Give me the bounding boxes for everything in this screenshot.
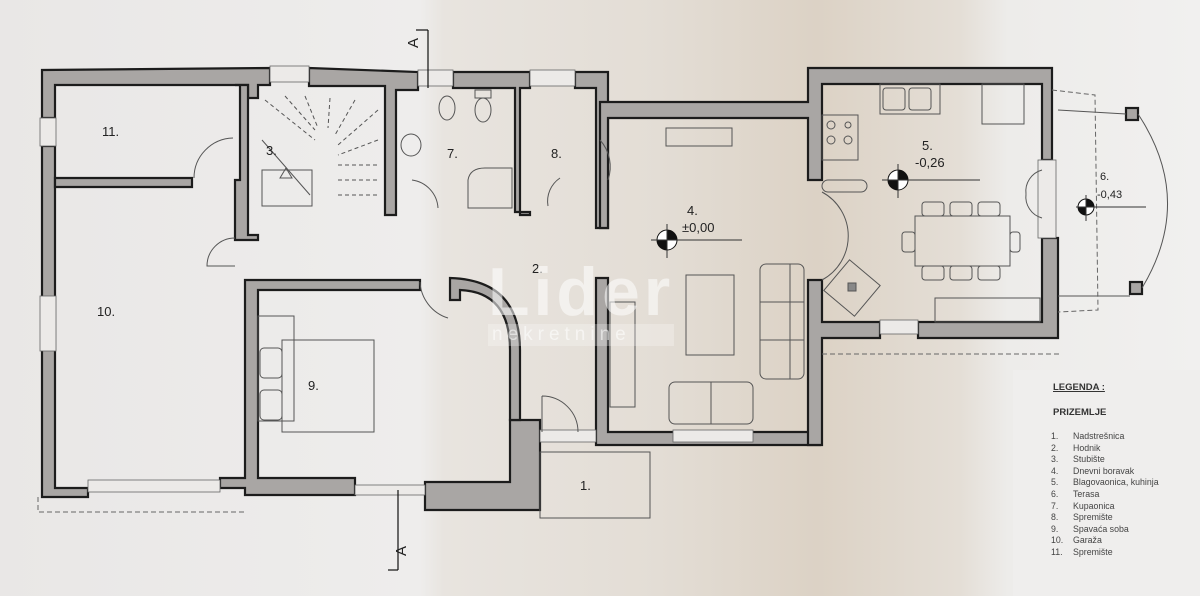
room-labels: 11. 3. 7. 8. 4. ±0,00 5. -0,26 6. -0,43 … [97, 38, 1122, 556]
section-marker-bottom: A [393, 546, 410, 556]
room-label-4: 4. [687, 203, 698, 218]
room-label-10: 10. [97, 304, 115, 319]
elevation-6: -0,43 [1097, 189, 1122, 201]
legend-item: 11.Spremište [1051, 546, 1113, 557]
legend-item: 5.Blagovaonica, kuhinja [1051, 477, 1159, 488]
legend-item: 6.Terasa [1051, 488, 1100, 499]
legend-item: 10.Garaža [1051, 535, 1102, 546]
room-label-7: 7. [447, 146, 458, 161]
room-label-3: 3. [266, 143, 277, 158]
legend-item: 7.Kupaonica [1051, 500, 1115, 511]
legend-subtitle: PRIZEMLJE [1053, 407, 1107, 418]
room-label-11: 11. [102, 124, 119, 139]
room-label-2: 2. [532, 261, 543, 276]
room-label-5: 5. [922, 138, 933, 153]
bed [257, 315, 375, 433]
legend-list: 1.Nadstrešnica 2.Hodnik 3.Stubište 4.Dne… [1051, 431, 1159, 559]
porch-outline [539, 451, 651, 519]
section-marker-top: A [405, 38, 422, 48]
room-label-6: 6. [1100, 171, 1109, 183]
walls [40, 66, 1060, 512]
kitchen-dining [821, 83, 1041, 323]
windows [39, 65, 1057, 496]
legend-item: 4.Dnevni boravak [1051, 465, 1135, 476]
legend-title: LEGENDA : [1053, 382, 1105, 393]
room-label-8: 8. [551, 146, 562, 161]
legend-item: 1.Nadstrešnica [1051, 431, 1125, 441]
elevation-5: -0,26 [915, 155, 945, 170]
living-furniture [609, 127, 805, 425]
legend-item: 2.Hodnik [1051, 442, 1101, 453]
doors [193, 137, 1043, 433]
legend-item: 9.Spavaća soba [1051, 523, 1129, 534]
legend: LEGENDA : PRIZEMLJE 1.Nadstrešnica 2.Hod… [1013, 370, 1200, 596]
room-label-1: 1. [580, 478, 591, 493]
legend-item: 8.Spremište [1051, 512, 1113, 523]
terrace [1057, 106, 1168, 297]
legend-item: 3.Stubište [1051, 454, 1105, 465]
bathroom-fixtures [400, 89, 513, 209]
elevation-markers [651, 164, 1146, 258]
elevation-4: ±0,00 [682, 220, 714, 235]
room-label-9: 9. [308, 378, 319, 393]
staircase [261, 95, 380, 207]
dashed-outlines [37, 89, 1099, 513]
section-line [388, 29, 429, 571]
